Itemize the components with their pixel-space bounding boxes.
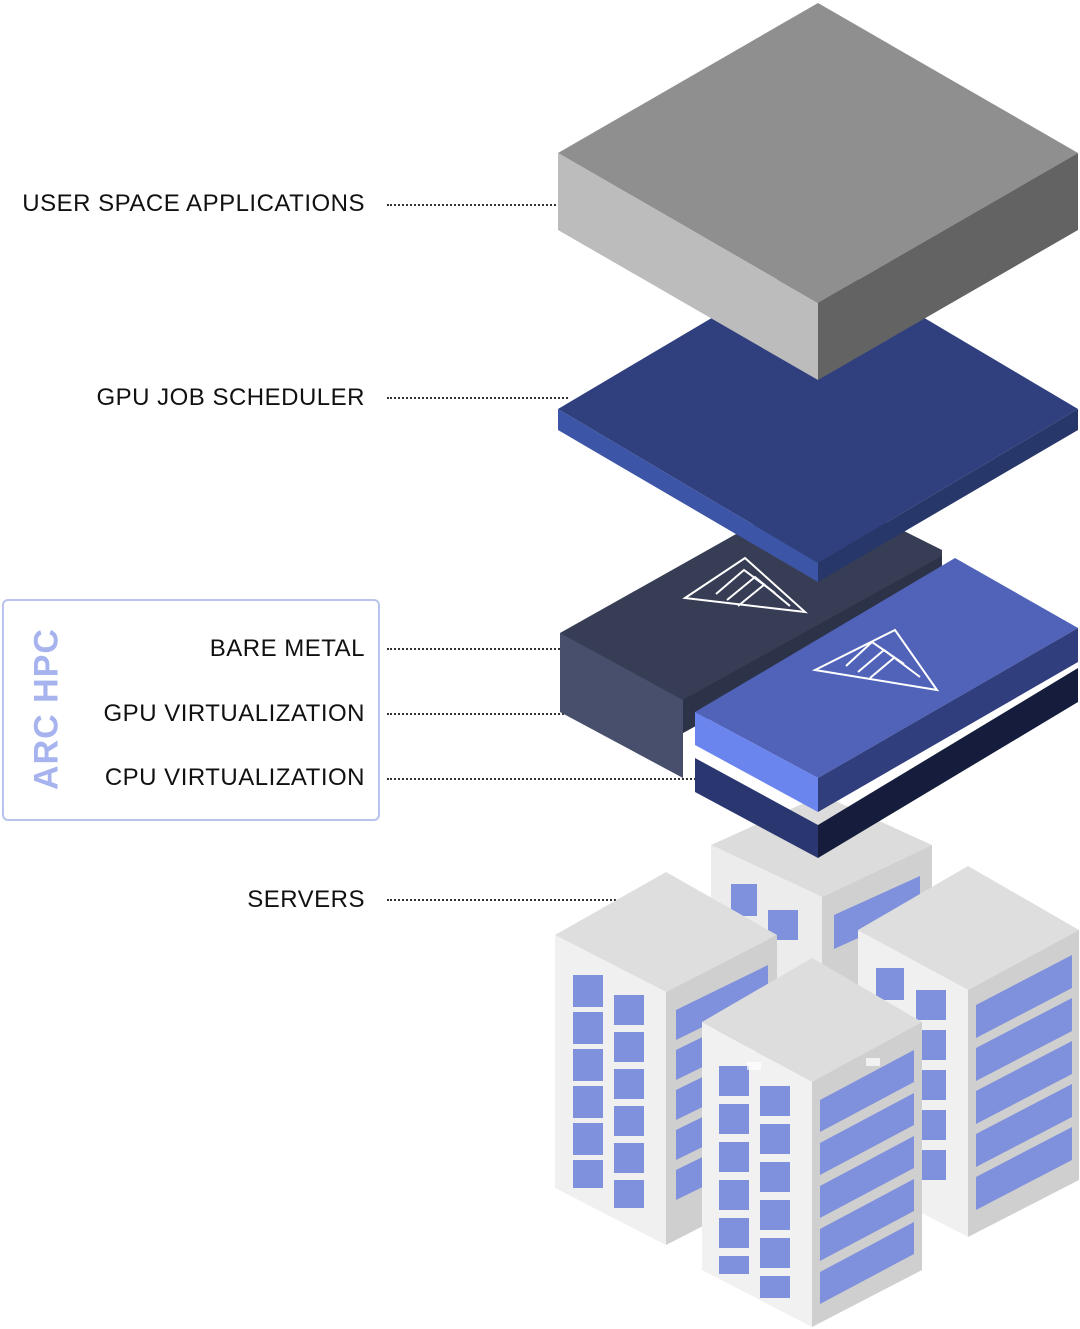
label-servers: SERVERS <box>247 886 365 913</box>
leader-cpu-virtualization <box>387 778 715 780</box>
label-gpu-job-scheduler: GPU JOB SCHEDULER <box>96 384 365 411</box>
arc-logo-icon <box>682 556 809 614</box>
server-rack-icon <box>702 958 922 1327</box>
leader-servers <box>387 899 644 901</box>
gpu-virtualization-layer <box>695 558 1078 812</box>
gpu-job-scheduler-layer <box>558 255 1078 582</box>
arc-logo-icon <box>811 628 940 692</box>
arc-hpc-group-box <box>2 599 380 821</box>
label-cpu-virtualization: CPU VIRTUALIZATION <box>104 764 365 791</box>
leader-bare-metal <box>387 648 600 650</box>
servers-cluster <box>555 795 1079 1327</box>
label-user-space-applications: USER SPACE APPLICATIONS <box>22 190 365 217</box>
leader-scheduler <box>387 397 568 399</box>
cpu-virtualization-layer <box>695 668 1078 858</box>
leader-user-space <box>387 204 556 206</box>
label-bare-metal: BARE METAL <box>209 635 365 662</box>
label-gpu-virtualization: GPU VIRTUALIZATION <box>103 700 365 727</box>
user-space-applications-layer <box>558 3 1078 380</box>
